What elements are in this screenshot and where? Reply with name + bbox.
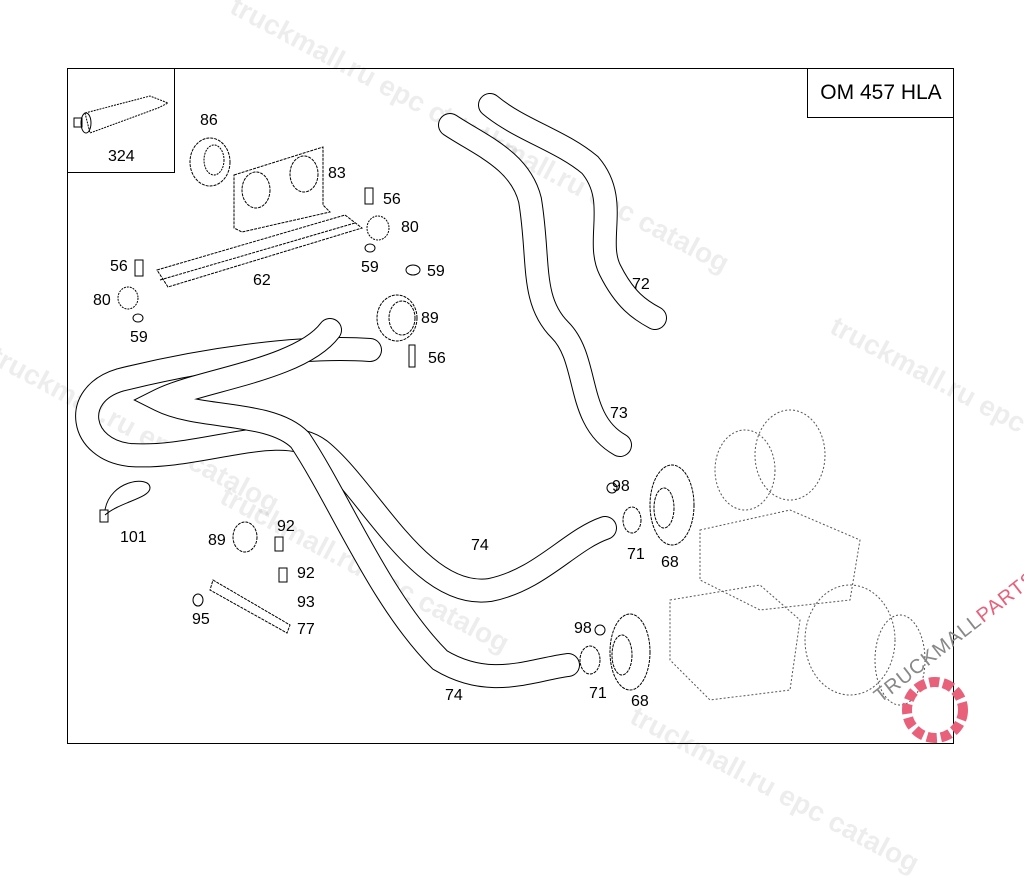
inset-box bbox=[67, 68, 175, 173]
truckmall-logo-gear-icon bbox=[902, 677, 968, 743]
part-label-324: 324 bbox=[108, 148, 135, 165]
part-label-89: 89 bbox=[208, 532, 226, 549]
model-title: OM 457 HLA bbox=[807, 68, 954, 118]
part-label-95: 95 bbox=[192, 611, 210, 628]
clamp-part[interactable] bbox=[117, 215, 390, 310]
part-label-92: 92 bbox=[297, 565, 315, 582]
part-label-74: 74 bbox=[445, 687, 463, 704]
part-label-86: 86 bbox=[200, 112, 218, 129]
part-label-56: 56 bbox=[383, 191, 401, 208]
part-label-83: 83 bbox=[328, 165, 346, 182]
flange-68[interactable] bbox=[609, 464, 695, 691]
parts-drawing bbox=[73, 93, 926, 706]
part-label-56: 56 bbox=[428, 350, 446, 367]
part-label-59: 59 bbox=[130, 329, 148, 346]
hose-74-lower[interactable] bbox=[133, 318, 580, 689]
rail-part[interactable] bbox=[156, 214, 364, 288]
strap-part[interactable] bbox=[209, 579, 291, 634]
bracket-part[interactable] bbox=[233, 146, 331, 233]
part-label-98: 98 bbox=[574, 620, 592, 637]
part-label-68: 68 bbox=[661, 554, 679, 571]
part-label-92: 92 bbox=[277, 518, 295, 535]
part-label-59: 59 bbox=[427, 263, 445, 280]
compressor-assembly[interactable] bbox=[669, 409, 926, 706]
part-label-93: 93 bbox=[297, 594, 315, 611]
part-label-56: 56 bbox=[110, 258, 128, 275]
grommet-part[interactable] bbox=[189, 137, 231, 187]
part-label-77: 77 bbox=[297, 621, 315, 638]
hose-72[interactable] bbox=[478, 93, 667, 330]
hose-clamp-part[interactable] bbox=[232, 521, 258, 553]
part-label-73: 73 bbox=[610, 405, 628, 422]
part-label-68: 68 bbox=[631, 693, 649, 710]
diagram-frame bbox=[67, 68, 954, 744]
sealant-tube-part[interactable] bbox=[73, 95, 170, 134]
part-label-59: 59 bbox=[361, 259, 379, 276]
part-label-98: 98 bbox=[612, 478, 630, 495]
part-label-89: 89 bbox=[421, 310, 439, 327]
part-label-62: 62 bbox=[253, 272, 271, 289]
part-label-74: 74 bbox=[471, 537, 489, 554]
hose-clamp-part[interactable] bbox=[376, 294, 418, 342]
clamp-71[interactable] bbox=[579, 506, 642, 675]
part-label-80: 80 bbox=[93, 292, 111, 309]
hose-73[interactable] bbox=[438, 113, 632, 457]
part-label-101: 101 bbox=[120, 529, 147, 546]
part-label-71: 71 bbox=[627, 546, 645, 563]
part-label-71: 71 bbox=[589, 685, 607, 702]
nut-part[interactable] bbox=[132, 243, 618, 636]
hose-74-upper[interactable] bbox=[75, 337, 617, 603]
part-label-72: 72 bbox=[632, 276, 650, 293]
cable-clip-part[interactable] bbox=[99, 480, 151, 523]
part-label-80: 80 bbox=[401, 219, 419, 236]
bolt-part[interactable] bbox=[134, 187, 416, 583]
